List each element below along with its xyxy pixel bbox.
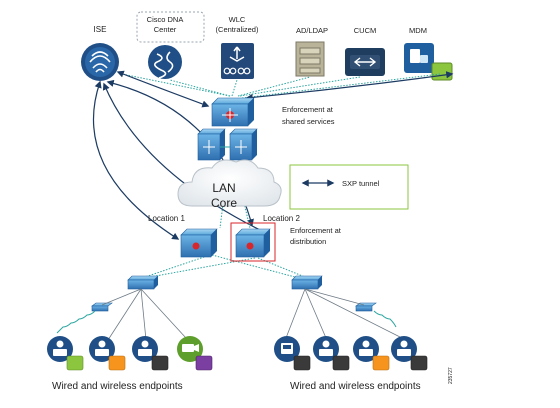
ad-ldap-server-icon bbox=[295, 41, 325, 77]
core-switch-left bbox=[197, 128, 226, 161]
endpoint-right-2 bbox=[313, 336, 350, 371]
access-switch-left bbox=[127, 275, 159, 290]
ad-ldap-label: AD/LDAP bbox=[296, 26, 328, 35]
legend-box bbox=[289, 164, 409, 210]
location-2-label: Location 2 bbox=[263, 214, 300, 223]
distribution-links bbox=[144, 164, 306, 278]
endpoint-left-1 bbox=[47, 336, 84, 371]
lan-core-label-1: LAN bbox=[212, 181, 235, 195]
access-point-left bbox=[91, 302, 113, 312]
wlc-label-1: WLC bbox=[229, 15, 246, 24]
location-1-label: Location 1 bbox=[148, 214, 185, 223]
cucm-icon bbox=[345, 48, 385, 76]
wlc-icon bbox=[221, 43, 254, 79]
dna-center-label-2: Center bbox=[154, 25, 177, 34]
endpoint-left-camera bbox=[177, 336, 213, 371]
shared-services-switch bbox=[211, 97, 255, 127]
enforcement-distribution-label-1: Enforcement at bbox=[290, 226, 342, 235]
wlc-label-2: (Centralized) bbox=[216, 25, 259, 34]
endpoints-caption-right: Wired and wireless endpoints bbox=[290, 381, 421, 392]
ise-icon bbox=[81, 43, 119, 81]
mdm-label: MDM bbox=[409, 26, 427, 35]
enforcement-shared-label-1: Enforcement at bbox=[282, 105, 334, 114]
lan-core-cloud bbox=[177, 159, 282, 207]
enforcement-distribution-label-2: distribution bbox=[290, 237, 326, 246]
legend-sxp-label: SXP tunnel bbox=[342, 179, 380, 188]
access-point-right bbox=[355, 302, 377, 312]
dna-center-label-1: Cisco DNA bbox=[147, 15, 184, 24]
wireless-links bbox=[56, 310, 397, 334]
endpoints-caption-left: Wired and wireless endpoints bbox=[52, 381, 183, 392]
cucm-label: CUCM bbox=[354, 26, 377, 35]
figure-id: 235727 bbox=[448, 367, 454, 384]
dna-center-icon bbox=[148, 45, 182, 79]
distribution-switch-location-1 bbox=[180, 228, 218, 258]
distribution-switch-location-2 bbox=[235, 228, 271, 258]
enforcement-shared-label-2: shared services bbox=[282, 117, 335, 126]
access-links bbox=[101, 288, 403, 341]
endpoint-left-2 bbox=[89, 336, 126, 371]
core-switch-right bbox=[229, 128, 258, 161]
enforcement-distribution-highlight bbox=[230, 222, 276, 262]
endpoint-left-3 bbox=[132, 336, 169, 371]
dna-center-box bbox=[136, 11, 205, 43]
ise-label: ISE bbox=[94, 25, 107, 34]
access-switch-right bbox=[291, 275, 323, 290]
endpoint-right-3 bbox=[353, 336, 390, 371]
endpoint-right-4 bbox=[391, 336, 428, 371]
endpoint-right-phone bbox=[274, 336, 311, 371]
lan-core-label-2: Core bbox=[211, 196, 237, 210]
